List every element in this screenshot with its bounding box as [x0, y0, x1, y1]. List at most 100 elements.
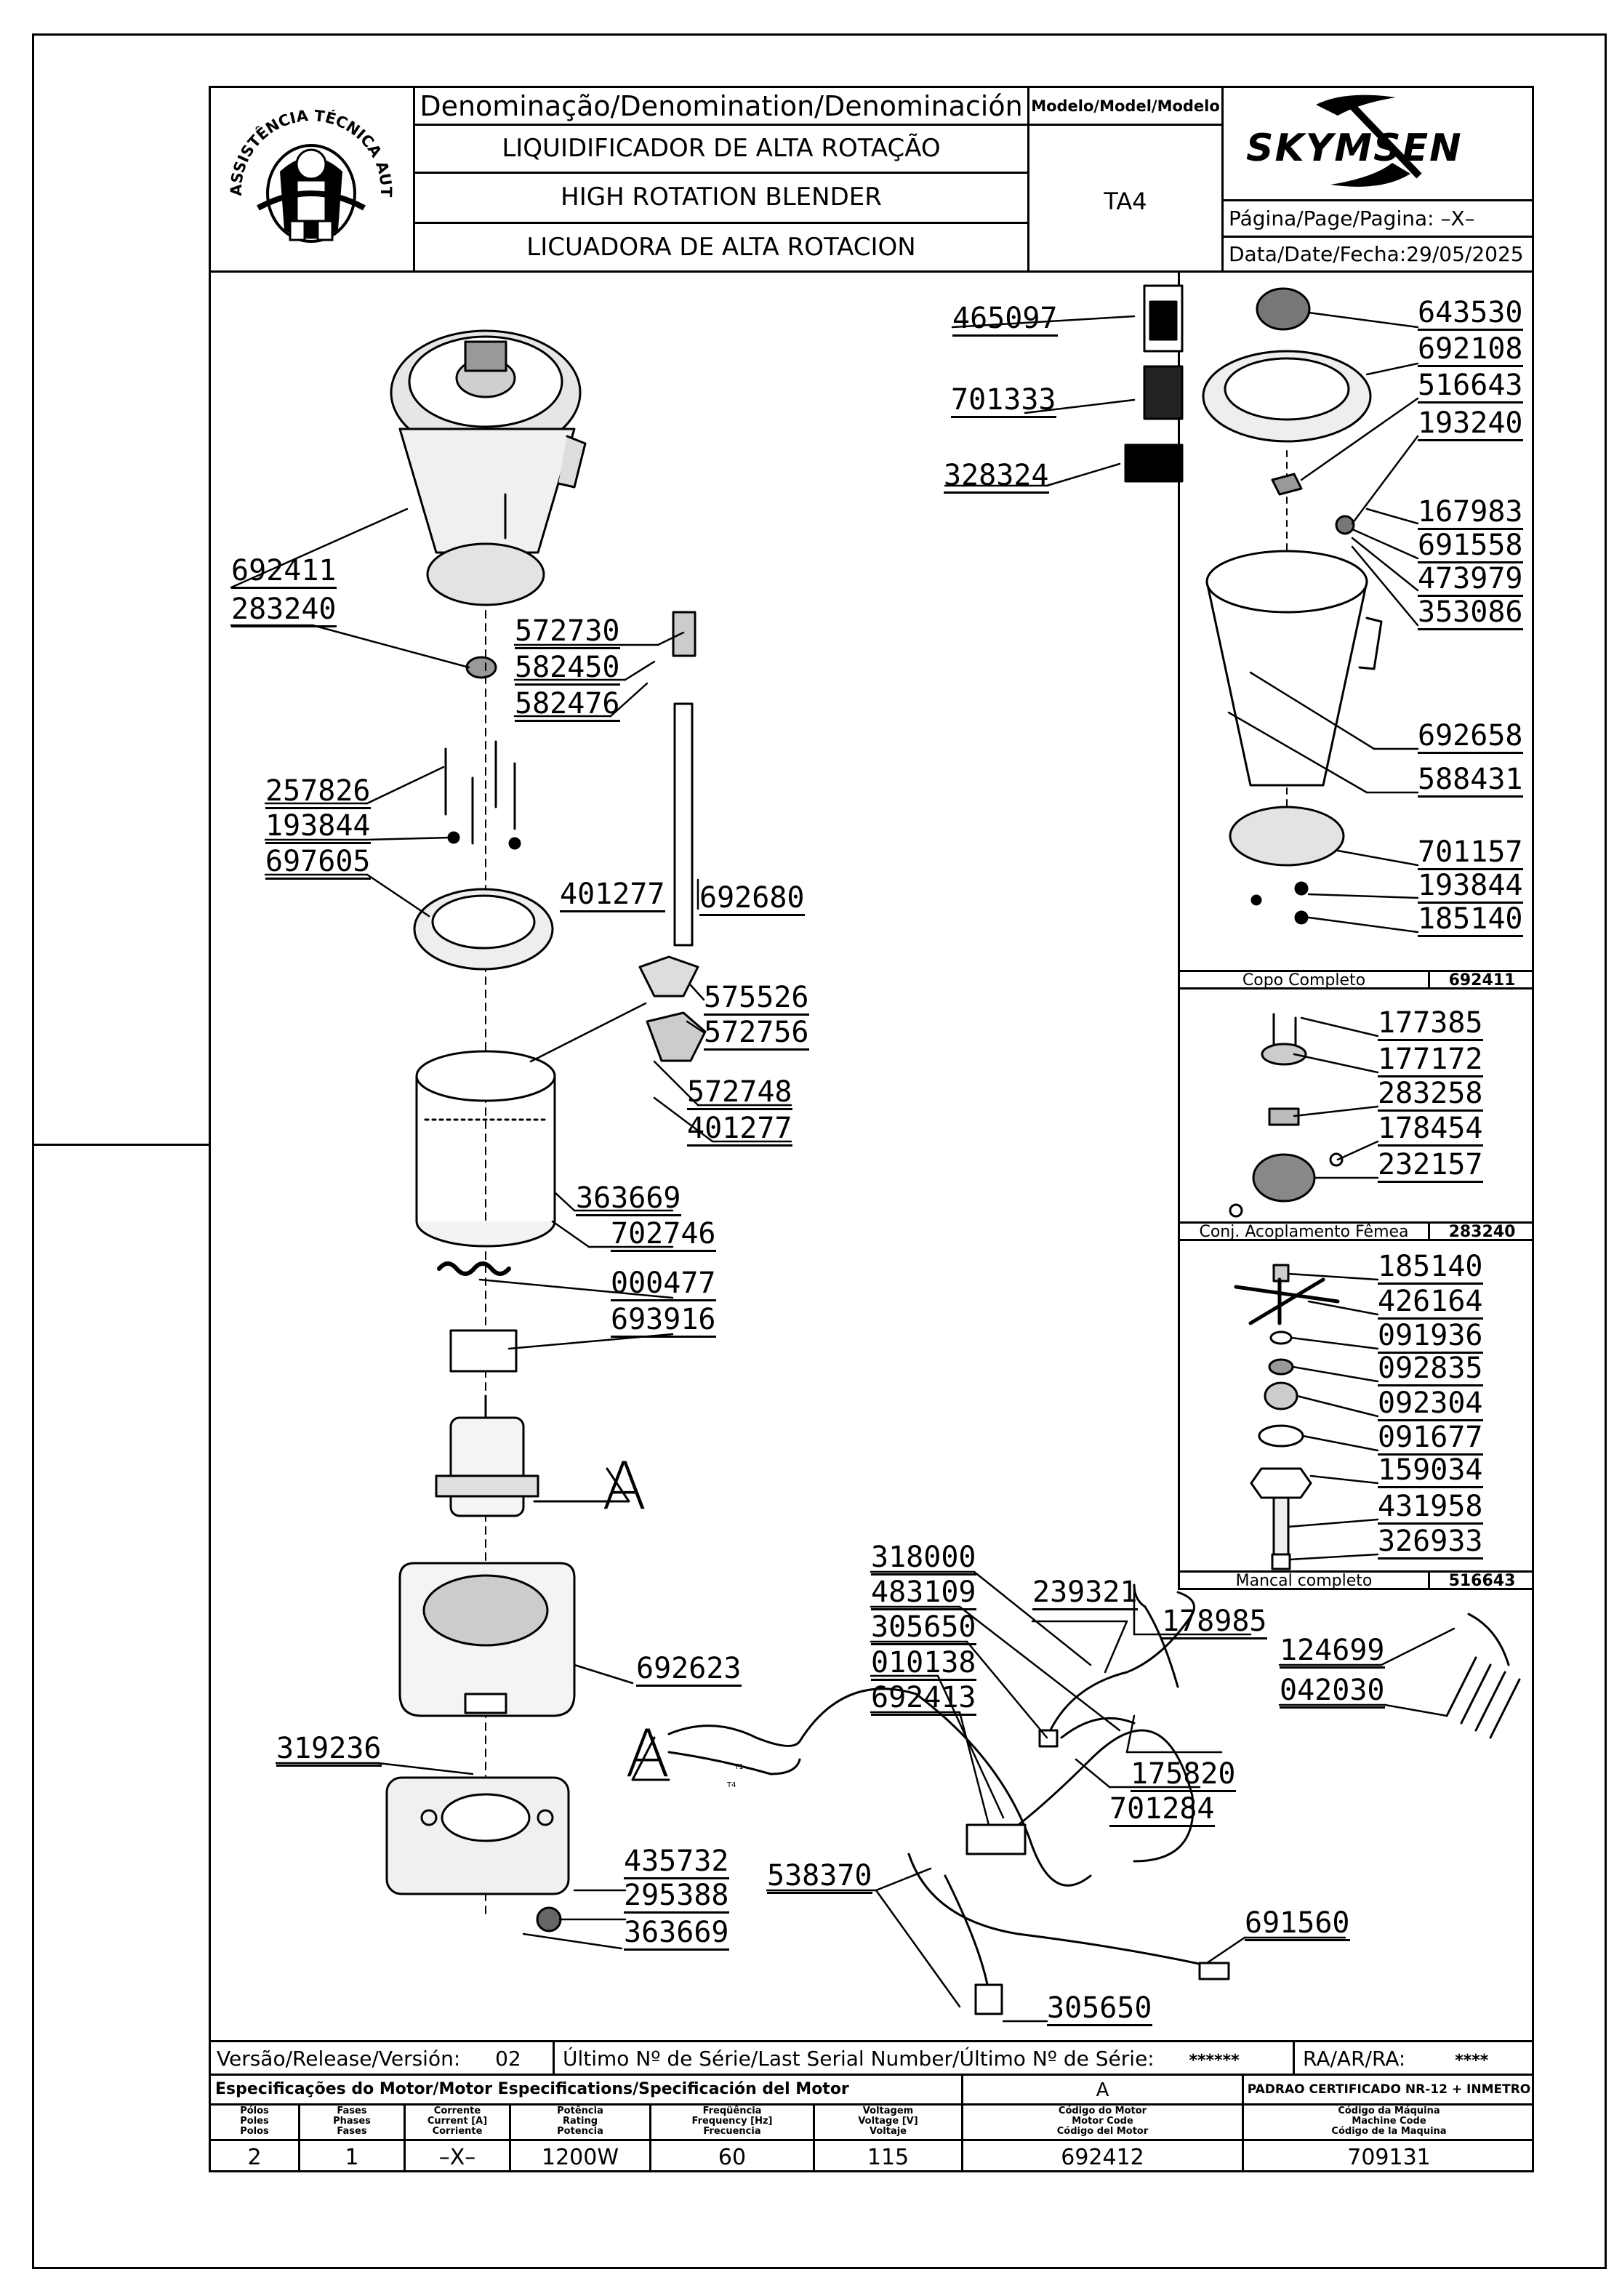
part-010138: 010138 [871, 1646, 976, 1681]
part-319236: 319236 [276, 1732, 382, 1767]
label-sticker-2 [1143, 365, 1184, 420]
coupling-assembly-code: 283240 [1448, 1223, 1516, 1241]
part-401277-lower: 401277 [687, 1112, 792, 1147]
part-363669-lower: 363669 [624, 1916, 729, 1951]
spec-value-4: 60 [718, 2145, 747, 2170]
part-257826: 257826 [265, 774, 371, 809]
part-516643: 516643 [1418, 369, 1523, 404]
part-588431: 588431 [1418, 763, 1523, 798]
part-175820: 175820 [1131, 1757, 1236, 1792]
part-692680: 692680 [699, 881, 805, 916]
brand-name: SKYMSEN [1246, 127, 1463, 170]
part-318000: 318000 [871, 1541, 976, 1576]
part-465097: 465097 [952, 302, 1058, 337]
cup-assembly-drawing [1202, 287, 1383, 925]
part-092304: 092304 [1378, 1386, 1483, 1421]
part-701284: 701284 [1109, 1792, 1215, 1827]
motor-part [435, 1394, 630, 1517]
part-643530: 643530 [1418, 296, 1523, 331]
wiring-ref-a [631, 1736, 670, 1781]
part-401277-upper: 401277 [560, 878, 665, 912]
bearing-assembly-code: 516643 [1448, 1572, 1516, 1590]
part-691558: 691558 [1418, 529, 1523, 563]
part-328324: 328324 [944, 459, 1049, 494]
spec-value-6: 692412 [1061, 2145, 1144, 2170]
part-572756: 572756 [704, 1016, 809, 1051]
part-435732: 435732 [624, 1845, 729, 1879]
label-sticker-3 [1124, 443, 1184, 483]
spec-value-5: 115 [867, 2145, 910, 2170]
sheet-border [32, 33, 1607, 2269]
part-185140-bearing: 185140 [1378, 1250, 1483, 1285]
wire-t4-label: T4 [727, 1781, 736, 1789]
part-431958: 431958 [1378, 1490, 1483, 1525]
spring-part [437, 1261, 511, 1276]
base-screws [444, 740, 521, 850]
part-185140-right: 185140 [1418, 902, 1523, 937]
spec-value-7: 709131 [1347, 2145, 1431, 2170]
part-326933: 326933 [1378, 1525, 1483, 1560]
part-091936: 091936 [1378, 1319, 1483, 1354]
product-name-en: HIGH ROTATION BLENDER [561, 182, 882, 212]
part-353086: 353086 [1418, 595, 1523, 630]
part-538370: 538370 [767, 1859, 872, 1894]
sheet-side-rule [32, 1144, 209, 1146]
main-cup-body [398, 428, 587, 606]
part-193844: 193844 [265, 809, 371, 844]
model-label: Modelo/Model/Modelo [1031, 97, 1220, 115]
denomination-label: Denominação/Denomination/Denominación [419, 90, 1023, 122]
part-572730: 572730 [515, 614, 620, 649]
coupling-assembly-label: Conj. Acoplamento Fêmea [1199, 1223, 1409, 1241]
bottom-plate [385, 1776, 570, 1895]
date-label: Data/Date/Fecha:29/05/2025 [1229, 242, 1524, 266]
part-692108: 692108 [1418, 332, 1523, 367]
part-582476: 582476 [515, 687, 620, 722]
part-305650-upper: 305650 [871, 1610, 976, 1645]
part-232157: 232157 [1378, 1148, 1483, 1183]
part-000477: 000477 [611, 1267, 716, 1301]
part-283240: 283240 [231, 593, 337, 627]
part-159034: 159034 [1378, 1453, 1483, 1488]
spec-value-3: 1200W [541, 2145, 619, 2170]
part-124699: 124699 [1280, 1634, 1385, 1669]
certification-standard: PADRAO CERTIFICADO NR-12 + INMETRO [1247, 2082, 1531, 2097]
model-value: TA4 [1104, 188, 1147, 215]
cup-assembly-label: Copo Completo [1242, 971, 1366, 990]
part-692658: 692658 [1418, 719, 1523, 754]
wire-t1-label: T1 [734, 1763, 744, 1771]
drawing-frame [209, 86, 1534, 2172]
part-092835: 092835 [1378, 1352, 1483, 1386]
part-091677: 091677 [1378, 1421, 1483, 1456]
part-283258: 283258 [1378, 1077, 1483, 1112]
part-697605: 697605 [265, 845, 371, 880]
part-193240: 193240 [1418, 406, 1523, 441]
part-702746: 702746 [611, 1217, 716, 1252]
motor-plate [449, 1329, 518, 1373]
part-239321: 239321 [1032, 1576, 1138, 1610]
part-177172: 177172 [1378, 1043, 1483, 1077]
authorized-assistance-seal: ASSISTÊNCIA TÉCNICA AUTORIZADA [214, 92, 408, 266]
part-582450: 582450 [515, 651, 620, 686]
product-name-pt: LIQUIDIFICADOR DE ALTA ROTAÇÃO [502, 134, 941, 163]
part-167983: 167983 [1418, 495, 1523, 530]
part-363669-upper: 363669 [576, 1181, 681, 1216]
part-193844-right: 193844 [1418, 869, 1523, 904]
part-572748: 572748 [687, 1075, 792, 1110]
product-name-es: LICUADORA DE ALTA ROTACION [526, 233, 916, 262]
part-575526: 575526 [704, 981, 809, 1016]
last-serial-number: Último Nº de Série/Last Serial Number/Úl… [563, 2047, 1240, 2071]
bearing-assembly-label: Mancal completo [1235, 1572, 1373, 1590]
part-305650-lower: 305650 [1047, 1991, 1152, 2026]
coupling-part [465, 656, 497, 679]
coupling-assembly-drawing [1229, 1013, 1344, 1218]
part-701333: 701333 [951, 383, 1056, 418]
leader-lines [230, 311, 1456, 2023]
part-295388: 295388 [624, 1879, 729, 1914]
part-692411: 692411 [231, 554, 337, 589]
wiring-harness [667, 1583, 1521, 2015]
cup-assembly-code: 692411 [1448, 971, 1516, 990]
